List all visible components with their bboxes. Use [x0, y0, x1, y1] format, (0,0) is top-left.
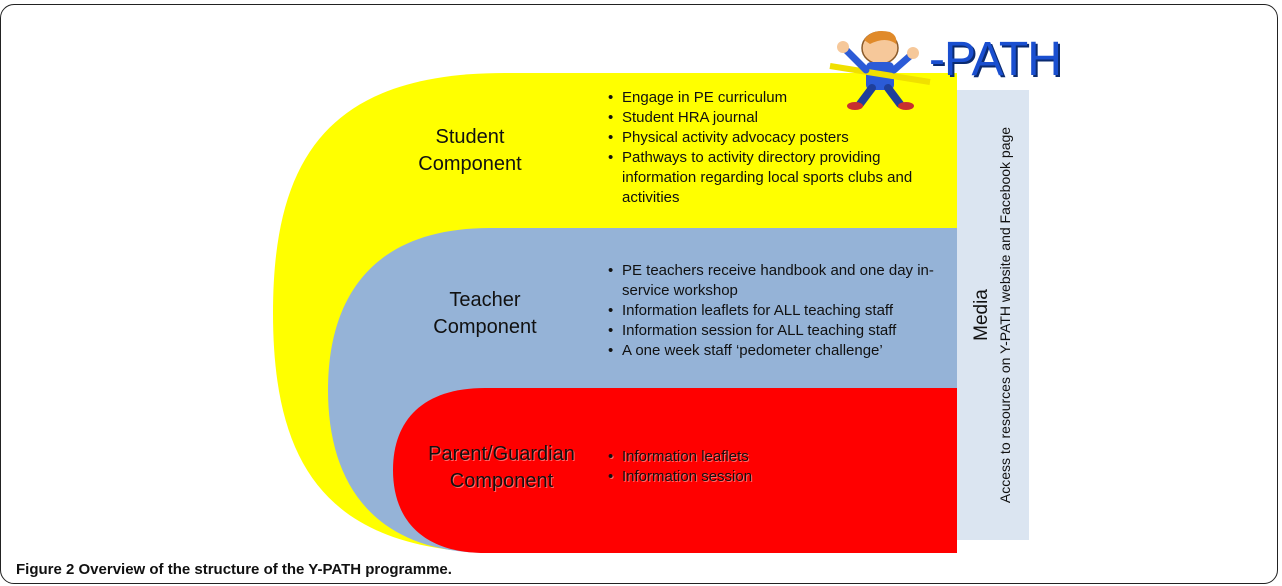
- media-bar: [957, 90, 1029, 540]
- list-item: PE teachers receive handbook and one day…: [608, 261, 948, 301]
- list-item: Information leaflets: [608, 447, 908, 467]
- media-description: Access to resources on Y-PATH website an…: [997, 126, 1013, 504]
- figure-caption: Figure 2 Overview of the structure of th…: [16, 561, 452, 578]
- teacher-label-line2: Component: [433, 316, 537, 338]
- teacher-label-line1: Teacher: [449, 289, 521, 311]
- list-item: Information leaflets for ALL teaching st…: [608, 301, 948, 321]
- parent-bullet-list: Information leaflets Information session: [608, 447, 908, 487]
- student-component-label: Student Component: [395, 124, 545, 178]
- parent-label-line1: Parent/Guardian: [428, 443, 575, 465]
- list-item: Physical activity advocacy posters: [608, 128, 948, 148]
- list-item: Information session for ALL teaching sta…: [608, 321, 948, 341]
- parent-label-line2: Component: [449, 470, 554, 492]
- parent-component-label: Parent/Guardian Component: [419, 441, 584, 495]
- list-item: Engage in PE curriculum: [608, 88, 948, 108]
- media-label-block: Media Access to resources on Y-PATH webs…: [957, 90, 1029, 540]
- list-item: Student HRA journal: [608, 108, 948, 128]
- list-item: A one week staff ‘pedometer challenge’: [608, 341, 948, 361]
- list-item: Information session: [608, 467, 908, 487]
- y-path-logo-text: -PATH: [929, 33, 1062, 86]
- figure-frame: [0, 4, 1278, 584]
- student-label-line2: Component: [418, 153, 522, 175]
- teacher-bullet-list: PE teachers receive handbook and one day…: [608, 261, 948, 361]
- student-bullet-list: Engage in PE curriculum Student HRA jour…: [608, 88, 948, 208]
- list-item: Pathways to activity directory providing…: [608, 148, 948, 208]
- media-title: Media: [971, 289, 992, 341]
- student-label-line1: Student: [435, 126, 505, 148]
- teacher-component-label: Teacher Component: [410, 287, 560, 341]
